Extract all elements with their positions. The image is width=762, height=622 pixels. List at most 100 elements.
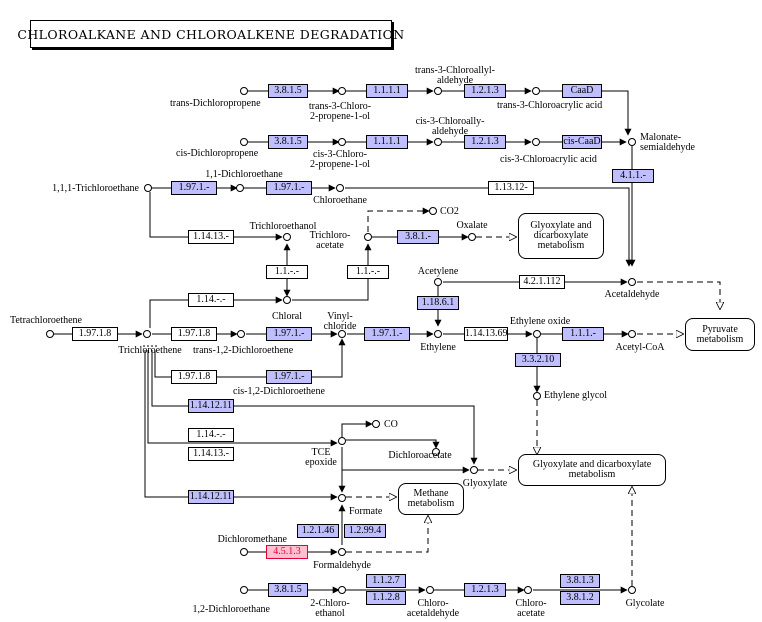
enzyme-box[interactable]: 3.8.1.5 [268, 135, 308, 149]
compound-label: Tetrachloroethene [9, 315, 82, 326]
compound-node[interactable] [628, 138, 636, 146]
enzyme-box[interactable]: 1.1.-.- [266, 265, 308, 279]
enzyme-box[interactable]: 1.2.1.3 [464, 583, 506, 597]
compound-node[interactable] [468, 233, 476, 241]
enzyme-box[interactable]: 3.8.1.2 [560, 591, 600, 605]
compound-label: Formaldehyde [313, 560, 371, 571]
enzyme-box[interactable]: 3.8.1.5 [268, 583, 308, 597]
compound-node[interactable] [532, 87, 540, 95]
enzyme-box[interactable]: 1.13.12- [488, 181, 534, 195]
compound-label: 2-Chloro- ethanol [310, 598, 350, 619]
compound-label: CO [384, 419, 398, 430]
compound-node[interactable] [143, 330, 151, 338]
compound-node[interactable] [533, 330, 541, 338]
map-link-glyoxylate[interactable]: Glyoxylate and dicarboxylate metabolism [518, 213, 604, 259]
compound-label: 1,1,1-Trichloroethane [52, 183, 139, 194]
enzyme-box[interactable]: 1.97.1.8 [171, 370, 217, 384]
enzyme-box-highlighted[interactable]: 4.5.1.3 [266, 545, 308, 559]
compound-node[interactable] [240, 87, 248, 95]
enzyme-box[interactable]: cis-CaaD [562, 135, 602, 149]
compound-node[interactable] [524, 586, 532, 594]
compound-node[interactable] [432, 448, 440, 456]
enzyme-box[interactable]: 1.14.-.- [188, 293, 234, 307]
compound-label: 1,2-Dichloroethane [192, 604, 270, 615]
compound-label: trans-Dichloropropene [170, 98, 261, 109]
compound-node[interactable] [338, 494, 346, 502]
enzyme-box[interactable]: 1.14.13.69 [464, 327, 508, 341]
compound-node[interactable] [434, 330, 442, 338]
compound-label: cis-3-Chloro- 2-propene-1-ol [310, 149, 370, 170]
enzyme-box[interactable]: 1.2.99.4 [344, 524, 386, 538]
compound-label: Dichloromethane [217, 534, 287, 545]
enzyme-box[interactable]: 1.97.1.- [171, 181, 217, 195]
compound-label: Trichloro- acetate [309, 230, 351, 251]
enzyme-box[interactable]: 4.2.1.112 [519, 275, 565, 289]
compound-node[interactable] [429, 207, 437, 215]
pathway-title: CHLOROALKANE AND CHLOROALKENE DEGRADATIO… [17, 20, 404, 48]
enzyme-box[interactable]: 1.2.1.46 [297, 524, 339, 538]
enzyme-box[interactable]: 1.97.1.8 [171, 327, 217, 341]
compound-label: Ethylene oxide [509, 316, 571, 327]
enzyme-box[interactable]: 1.97.1.8 [72, 327, 118, 341]
enzyme-box[interactable]: CaaD [562, 84, 602, 98]
map-link-pyruvate[interactable]: Pyruvate metabolism [685, 318, 755, 351]
enzyme-box[interactable]: 1.14.-.- [188, 428, 234, 442]
map-link-glyoxylate-dicarboxylate[interactable]: Glyoxylate and dicarboxylate metabolism [518, 454, 666, 486]
compound-node[interactable] [46, 330, 54, 338]
compound-node[interactable] [338, 548, 346, 556]
enzyme-box[interactable]: 3.3.2.10 [515, 353, 561, 367]
enzyme-box[interactable]: 1.97.1.- [266, 327, 312, 341]
compound-node[interactable] [236, 184, 244, 192]
enzyme-box[interactable]: 1.2.1.3 [464, 135, 506, 149]
compound-node[interactable] [533, 392, 541, 400]
map-link-methane[interactable]: Methane metabolism [398, 483, 464, 515]
enzyme-box[interactable]: 4.1.1.- [612, 169, 654, 183]
compound-label: cis-3-Chloroacrylic acid [500, 154, 597, 165]
enzyme-box[interactable]: 1.1.2.8 [366, 591, 406, 605]
compound-node[interactable] [628, 278, 636, 286]
compound-node[interactable] [628, 330, 636, 338]
compound-node[interactable] [364, 233, 372, 241]
enzyme-box[interactable]: 1.14.12.11 [188, 399, 234, 413]
compound-node[interactable] [240, 586, 248, 594]
compound-node[interactable] [434, 278, 442, 286]
enzyme-box[interactable]: 1.97.1.- [266, 181, 312, 195]
compound-label: Ethylene [420, 342, 456, 353]
compound-node[interactable] [426, 586, 434, 594]
enzyme-box[interactable]: 1.18.6.1 [417, 296, 459, 310]
enzyme-box[interactable]: 1.14.13.- [188, 230, 234, 244]
compound-node[interactable] [338, 330, 346, 338]
enzyme-box[interactable]: 1.1.1.1 [366, 84, 408, 98]
compound-label: trans-3-Chloroacrylic acid [497, 100, 603, 111]
enzyme-box[interactable]: 1.97.1.- [364, 327, 410, 341]
compound-node[interactable] [434, 138, 442, 146]
compound-node[interactable] [532, 138, 540, 146]
compound-node[interactable] [144, 184, 152, 192]
compound-node[interactable] [237, 330, 245, 338]
compound-node[interactable] [336, 184, 344, 192]
compound-node[interactable] [628, 586, 636, 594]
compound-node[interactable] [470, 466, 478, 474]
enzyme-box[interactable]: 1.2.1.3 [464, 84, 506, 98]
compound-node[interactable] [338, 586, 346, 594]
enzyme-box[interactable]: 1.97.1.- [266, 370, 312, 384]
enzyme-box[interactable]: 3.8.1.- [397, 230, 439, 244]
compound-node[interactable] [283, 296, 291, 304]
compound-node[interactable] [338, 437, 346, 445]
enzyme-box[interactable]: 3.8.1.5 [268, 84, 308, 98]
enzyme-box[interactable]: 1.1.1.1 [366, 135, 408, 149]
enzyme-box[interactable]: 1.1.2.7 [366, 574, 406, 588]
enzyme-box[interactable]: 3.8.1.3 [560, 574, 600, 588]
compound-node[interactable] [283, 233, 291, 241]
compound-node[interactable] [338, 138, 346, 146]
enzyme-box[interactable]: 1.1.-.- [347, 265, 389, 279]
compound-node[interactable] [338, 87, 346, 95]
enzyme-box[interactable]: 1.14.12.11 [188, 490, 234, 504]
enzyme-box[interactable]: 1.14.13.- [188, 447, 234, 461]
compound-node[interactable] [372, 420, 380, 428]
enzyme-box[interactable]: 1.1.1.- [562, 327, 604, 341]
compound-node[interactable] [240, 138, 248, 146]
compound-node[interactable] [240, 548, 248, 556]
compound-node[interactable] [434, 87, 442, 95]
